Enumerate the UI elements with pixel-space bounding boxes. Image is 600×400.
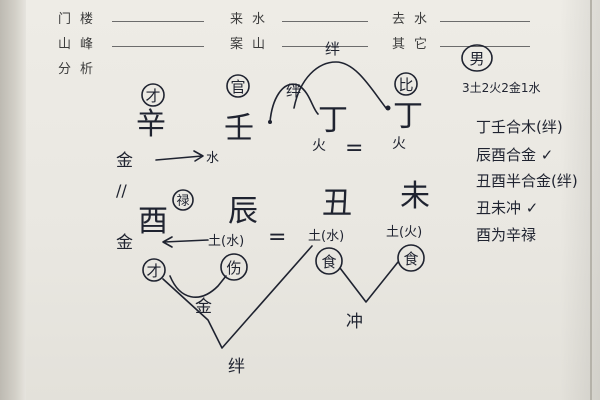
- arrow-head-jin-shui: [193, 150, 204, 162]
- tengod-shi-chou: 食: [321, 253, 336, 271]
- element-ding-2: 火: [392, 136, 406, 152]
- tengod-guan-stem: 官: [230, 78, 245, 96]
- arc-start-dot: [268, 120, 272, 124]
- circle-gender: [461, 44, 493, 72]
- page-edge-shadow: [560, 0, 600, 400]
- field-line-qushui: [440, 21, 530, 22]
- parallel-mark: //: [116, 181, 127, 200]
- notebook-binding: [0, 0, 26, 400]
- label-anshan: 案山: [230, 37, 275, 52]
- branch-chen: 辰: [228, 194, 258, 229]
- tengod-bi-stem: 比: [398, 76, 413, 94]
- line-ban-you-chou: [162, 245, 313, 349]
- field-line-laishui: [282, 21, 368, 22]
- element-you: 金: [116, 233, 133, 253]
- elements-count: 3土2火2金1水: [462, 80, 541, 95]
- page-edge-line: [590, 0, 592, 400]
- arrow-target-shui: 水: [206, 151, 219, 166]
- field-line-anshan: [282, 46, 368, 47]
- label-ban-bottom: 绊: [228, 357, 245, 377]
- badge-lu: 禄: [176, 194, 189, 209]
- arrow-shaft-chen-you: [163, 239, 209, 243]
- branch-chou: 丑: [322, 186, 352, 221]
- circle-shi-wei: [397, 244, 425, 272]
- label-qushui: 去水: [392, 12, 437, 27]
- arc-end-dot: [385, 105, 391, 111]
- note-2: 辰酉合金 ✓: [476, 146, 553, 164]
- line-jin-you-chen: [169, 275, 227, 298]
- tengod-cai-stem: 才: [145, 87, 160, 105]
- tengod-shi-wei: 食: [403, 250, 418, 268]
- label-fenxi: 分析: [58, 62, 103, 77]
- stem-ding-2: 丁: [393, 99, 423, 134]
- element-chen: 土(水): [208, 234, 244, 249]
- arc-ban-top: [293, 61, 387, 109]
- label-shanfeng: 山峰: [58, 37, 103, 52]
- label-menlou: 门楼: [58, 12, 103, 27]
- stem-xin: 辛: [136, 107, 166, 142]
- equals-stems: =: [345, 136, 363, 161]
- label-jin-link: 金: [195, 297, 212, 317]
- circle-shi-chou: [315, 247, 343, 275]
- circle-shang-branch: [220, 253, 248, 281]
- stem-ren: 壬: [224, 111, 254, 146]
- element-xin: 金: [116, 151, 133, 171]
- circle-guan-stem: [226, 74, 250, 98]
- element-wei: 土(火): [386, 225, 422, 240]
- field-line-menlou: [112, 21, 204, 22]
- branch-you: 酉: [138, 204, 168, 239]
- circle-cai-stem: [141, 83, 165, 107]
- gender: 男: [469, 50, 484, 68]
- arrow-shaft-jin-shui: [155, 155, 203, 161]
- arc-ban-ren-ding: [269, 83, 319, 123]
- field-line-shanfeng: [112, 46, 204, 47]
- label-ban-top: 绊: [325, 40, 340, 58]
- label-qita: 其它: [392, 37, 437, 52]
- tengod-cai-branch: 才: [146, 262, 161, 280]
- note-3: 丑酉半合金(绊): [476, 172, 578, 190]
- label-chong: 冲: [346, 312, 363, 332]
- note-4: 丑未冲 ✓: [476, 199, 538, 217]
- stem-ding-1: 丁: [318, 103, 348, 138]
- circle-bi-stem: [394, 72, 418, 96]
- tengod-shang-branch: 伤: [226, 259, 241, 277]
- line-chong-chou-wei: [339, 261, 399, 303]
- circle-cai-branch: [142, 258, 166, 282]
- circle-lu-badge: [172, 189, 194, 211]
- element-ding-1: 火: [312, 138, 326, 154]
- element-chou: 土(水): [308, 229, 344, 244]
- note-1: 丁壬合木(绊): [476, 118, 563, 136]
- equals-branches: =: [268, 225, 286, 250]
- label-laishui: 来水: [230, 12, 275, 27]
- arrow-head-chen-you: [162, 236, 173, 248]
- branch-wei: 未: [400, 179, 430, 214]
- note-5: 酉为辛禄: [476, 226, 536, 244]
